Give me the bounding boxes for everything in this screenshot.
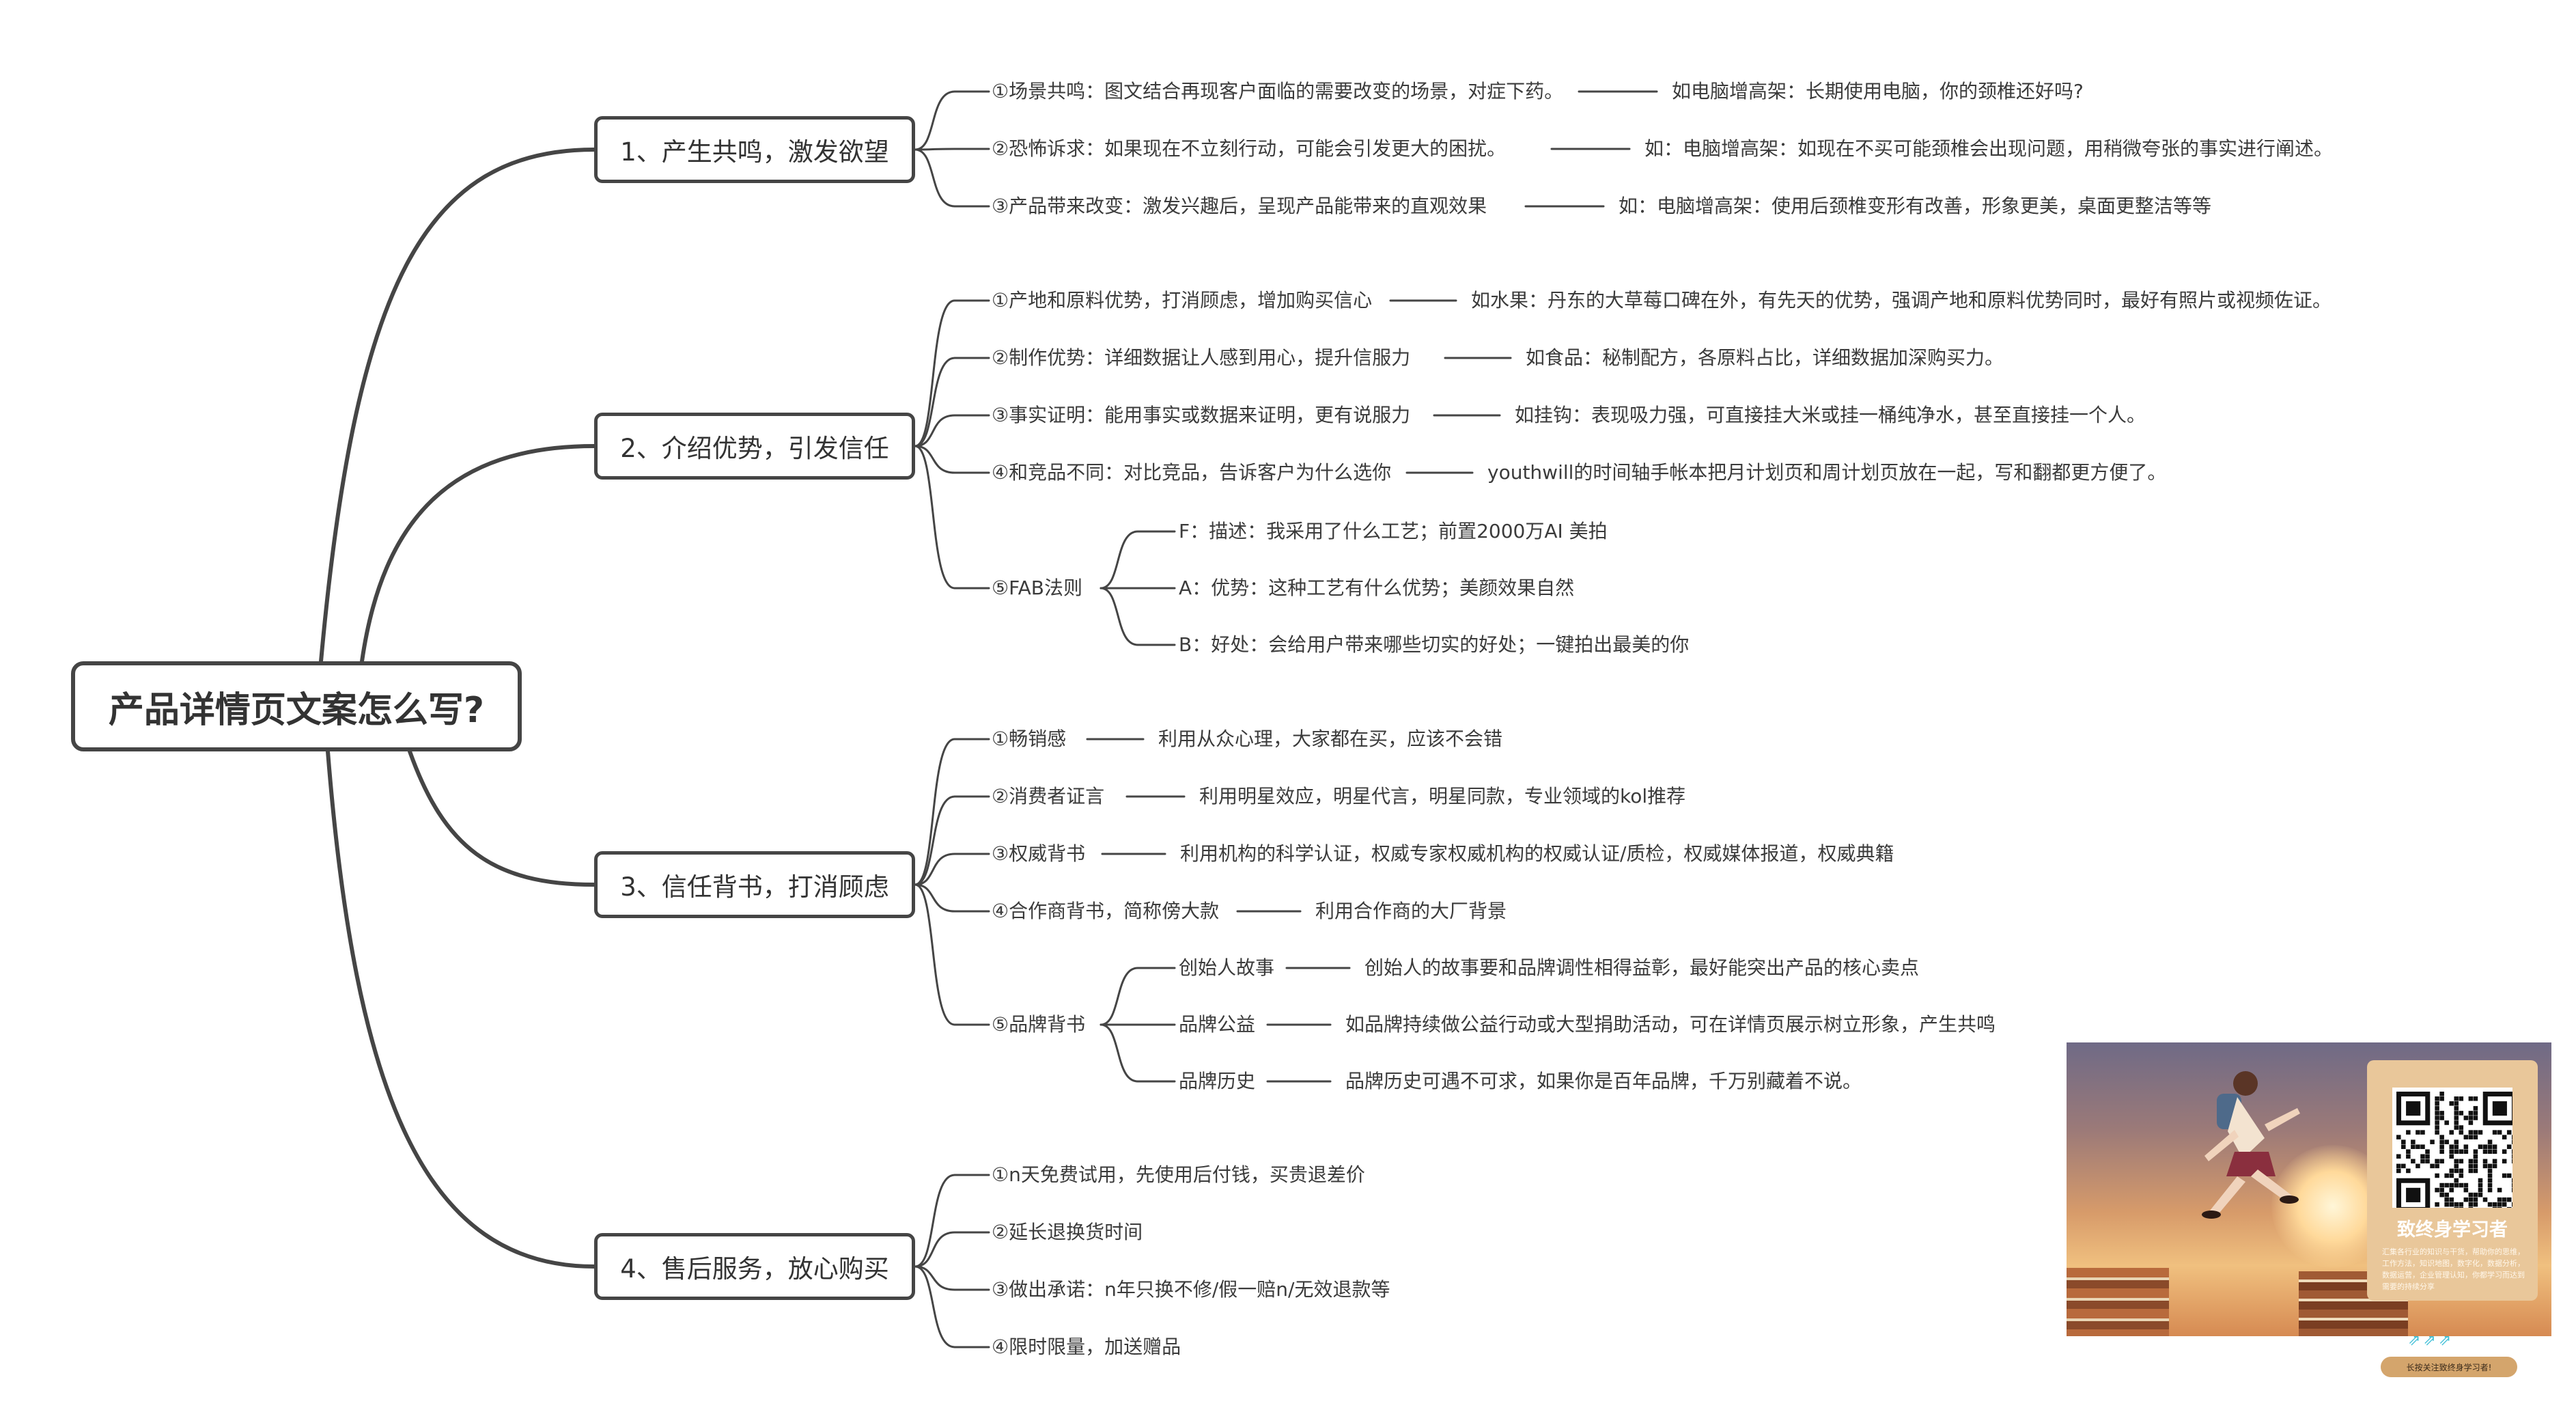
- detail-product-change[interactable]: 如：电脑增高架：使用后颈椎变形有改善，形象更美，桌面更整洁等等: [1619, 195, 2212, 217]
- branch3-link-4: [914, 883, 990, 913]
- brand-founder-story[interactable]: 创始人故事: [1179, 956, 1275, 979]
- branch-topic-2[interactable]: 2、介绍优势，引发信任: [594, 413, 915, 480]
- branch1-link-1: [914, 90, 990, 151]
- branch-topic-1[interactable]: 1、产生共鸣，激发欲望: [594, 116, 915, 183]
- detail-partner[interactable]: 利用合作商的大厂背景: [1315, 900, 1507, 922]
- branch4-link-4: [914, 1265, 990, 1348]
- detail-production-advantage[interactable]: 如食品：秘制配方，各原料占比，详细数据加深购买力。: [1526, 346, 2004, 369]
- root-to-branch-3: [408, 749, 596, 887]
- topic-competitor-difference[interactable]: ④和竞品不同：对比竞品，告诉客户为什么选你: [992, 461, 1392, 484]
- fab-advantage[interactable]: A：优势：这种工艺有什么优势；美颜效果自然: [1179, 577, 1575, 599]
- detail-testimonial[interactable]: 利用明星效应，明星代言，明星同款，专业领域的kol推荐: [1199, 785, 1686, 807]
- branch1-link-3: [914, 148, 990, 208]
- detail-best-seller[interactable]: 利用从众心理，大家都在买，应该不会错: [1158, 728, 1503, 750]
- qr-code[interactable]: [2392, 1088, 2512, 1208]
- brand-charity[interactable]: 品牌公益: [1179, 1013, 1256, 1036]
- detail-origin-advantage[interactable]: 如水果：丹东的大草莓口碑在外，有先天的优势，强调产地和原料优势同时，最好有照片或…: [1471, 289, 2332, 312]
- branch2-link-5: [914, 445, 990, 590]
- branch3-link-1: [914, 738, 990, 886]
- branch2-link-3: [914, 414, 990, 447]
- topic-partner[interactable]: ④合作商背书，简称傍大款: [992, 900, 1220, 922]
- topic-authority[interactable]: ③权威背书: [992, 842, 1086, 865]
- fab-feature[interactable]: F：描述：我采用了什么工艺；前置2000万AI 美拍: [1179, 520, 1608, 542]
- branch3-link-5: [914, 883, 990, 1026]
- detail-history[interactable]: 品牌历史可遇不可求，如果你是百年品牌，千万别藏着不说。: [1345, 1070, 1862, 1092]
- topic-fear-appeal[interactable]: ②恐怖诉求：如果现在不立刻行动，可能会引发更大的困扰。: [992, 137, 1507, 160]
- book-stack-left: [2067, 1268, 2169, 1336]
- branch4-link-1: [914, 1174, 990, 1268]
- branch3-link-2: [914, 795, 990, 886]
- topic-scene-resonance[interactable]: ①场景共鸣：图文结合再现客户面临的需要改变的场景，对症下药。: [992, 80, 1564, 102]
- detail-founder-story[interactable]: 创始人的故事要和品牌调性相得益彰，最好能突出产品的核心卖点: [1364, 956, 1920, 979]
- branch4-link-2: [914, 1231, 990, 1268]
- branch-topic-4[interactable]: 4、售后服务，放心购买: [594, 1233, 915, 1300]
- promo-description: 汇集各行业的知识与干货，帮助你的思维，工作方法，知识地图，数字化，数据分析，数据…: [2382, 1247, 2525, 1291]
- detail-fact-proof[interactable]: 如挂钩：表现吸力强，可直接挂大米或挂一桶纯净水，甚至直接挂一个人。: [1515, 404, 2146, 426]
- branch1-link-2: [914, 148, 990, 151]
- brand-history[interactable]: 品牌历史: [1179, 1070, 1256, 1092]
- branch2-link-4: [914, 445, 990, 474]
- promo-title: 致终身学习者: [2397, 1219, 2508, 1241]
- detail-charity[interactable]: 如品牌持续做公益行动或大型捐助活动，可在详情页展示树立形象，产生共鸣: [1345, 1013, 1996, 1036]
- topic-commitment[interactable]: ③做出承诺：n年只换不修/假一赔n/无效退款等: [992, 1278, 1390, 1301]
- fab-link-3: [1100, 587, 1176, 646]
- topic-brand[interactable]: ⑤品牌背书: [992, 1013, 1086, 1036]
- topic-limited-gift[interactable]: ④限时限量，加送赠品: [992, 1336, 1181, 1358]
- arrow-icons: ⇗⇗⇗: [2408, 1332, 2454, 1349]
- topic-free-trial[interactable]: ①n天免费试用，先使用后付钱，买贵退差价: [992, 1163, 1365, 1186]
- detail-competitor-difference[interactable]: youthwill的时间轴手帐本把月计划页和周计划页放在一起，写和翻都更方便了。: [1487, 461, 2167, 484]
- jumping-girl-illustration: [2202, 1071, 2300, 1219]
- root-to-branch-4: [326, 749, 596, 1269]
- root-topic[interactable]: 产品详情页文案怎么写?: [71, 661, 522, 751]
- detail-fear-appeal[interactable]: 如：电脑增高架：如现在不买可能颈椎会出现问题，用稍微夸张的事实进行阐述。: [1644, 137, 2334, 160]
- topic-fact-proof[interactable]: ③事实证明：能用事实或数据来证明，更有说服力: [992, 404, 1411, 426]
- branch-topic-3[interactable]: 3、信任背书，打消顾虑: [594, 851, 915, 918]
- topic-origin-advantage[interactable]: ①产地和原料优势，打消顾虑，增加购买信心: [992, 289, 1373, 312]
- root-to-branch-2: [360, 444, 596, 663]
- topic-best-seller[interactable]: ①畅销感: [992, 728, 1067, 750]
- detail-authority[interactable]: 利用机构的科学认证，权威专家权威机构的权威认证/质检，权威媒体报道，权威典籍: [1180, 842, 1894, 865]
- detail-scene-resonance[interactable]: 如电脑增高架：长期使用电脑，你的颈椎还好吗?: [1672, 80, 2084, 102]
- fab-link-1: [1100, 530, 1176, 590]
- root-to-branch-1: [319, 148, 596, 663]
- topic-extended-return[interactable]: ②延长退换货时间: [992, 1221, 1143, 1243]
- branch2-link-2: [914, 357, 990, 447]
- topic-production-advantage[interactable]: ②制作优势：详细数据让人感到用心，提升信服力: [992, 346, 1411, 369]
- brand-link-3: [1100, 1023, 1176, 1083]
- topic-fab-rule[interactable]: ⑤FAB法则: [992, 577, 1083, 599]
- topic-product-change[interactable]: ③产品带来改变：激发兴趣后，呈现产品能带来的直观效果: [992, 195, 1487, 217]
- branch4-link-3: [914, 1265, 990, 1291]
- fab-benefit[interactable]: B：好处：会给用户带来哪些切实的好处；一键拍出最美的你: [1179, 633, 1690, 656]
- branch3-link-3: [914, 853, 990, 886]
- follow-button[interactable]: 长按关注致终身学习者!: [2381, 1357, 2517, 1377]
- topic-testimonial[interactable]: ②消费者证言: [992, 785, 1105, 807]
- brand-link-1: [1100, 967, 1176, 1026]
- branch2-link-1: [914, 299, 990, 447]
